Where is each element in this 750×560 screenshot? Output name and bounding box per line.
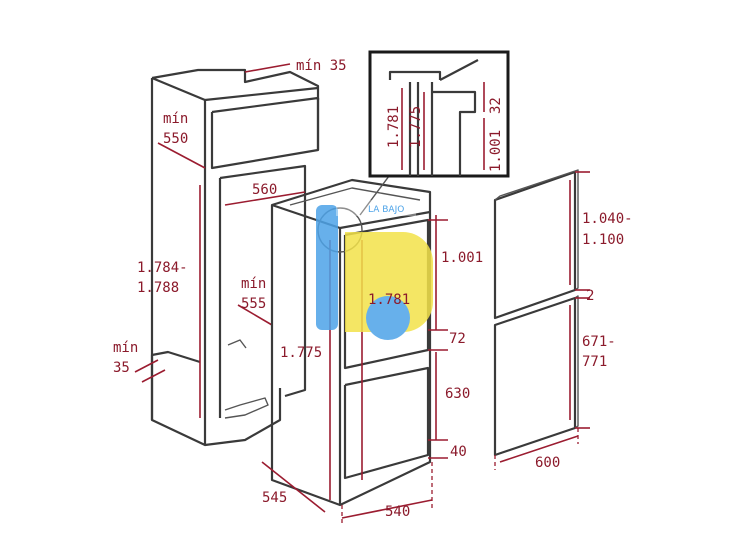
label-72: 72: [449, 331, 466, 347]
label-door-671-a: 671-: [582, 334, 616, 350]
brand-logo-watermark: [316, 200, 433, 340]
dimension-labels: mín 35 mín 550 560 1.784- 1.788 mín 555 …: [113, 58, 633, 520]
label-1781-main: 1.781: [368, 292, 410, 308]
door-dimensions: [494, 171, 590, 470]
label-door-1040-a: 1.040-: [582, 211, 633, 227]
label-min550-b: 550: [163, 131, 188, 147]
label-540: 540: [385, 504, 410, 520]
label-door-1040-b: 1.100: [582, 232, 624, 248]
label-detail-1001: 1.001: [488, 130, 504, 172]
niche-dimensions: [134, 63, 306, 418]
logo-text: LA BAJO: [368, 205, 404, 215]
label-detail-32: 32: [488, 97, 504, 114]
label-door-2: 2: [586, 288, 594, 304]
label-1775-main: 1.775: [280, 345, 322, 361]
label-min555-a: mín: [241, 276, 266, 292]
label-min550-a: mín: [163, 111, 188, 127]
label-545: 545: [262, 490, 287, 506]
label-1001-main: 1.001: [441, 250, 483, 266]
label-560: 560: [252, 182, 277, 198]
cabinet-niche: [150, 68, 320, 447]
label-detail-1775: 1.775: [408, 106, 424, 148]
label-door-671-b: 771: [582, 354, 607, 370]
label-1784-a: 1.784-: [137, 260, 188, 276]
label-min35-top: mín 35: [296, 58, 347, 74]
label-min35-left-a: mín: [113, 340, 138, 356]
label-1784-b: 1.788: [137, 280, 179, 296]
label-detail-1781: 1.781: [386, 106, 402, 148]
label-min555-b: 555: [241, 296, 266, 312]
label-40: 40: [450, 444, 467, 460]
label-min35-left-b: 35: [113, 360, 130, 376]
detail-inset: [368, 50, 510, 178]
label-630: 630: [445, 386, 470, 402]
door-panels: [493, 169, 579, 457]
appliance-body: [270, 178, 432, 507]
label-600: 600: [535, 455, 560, 471]
